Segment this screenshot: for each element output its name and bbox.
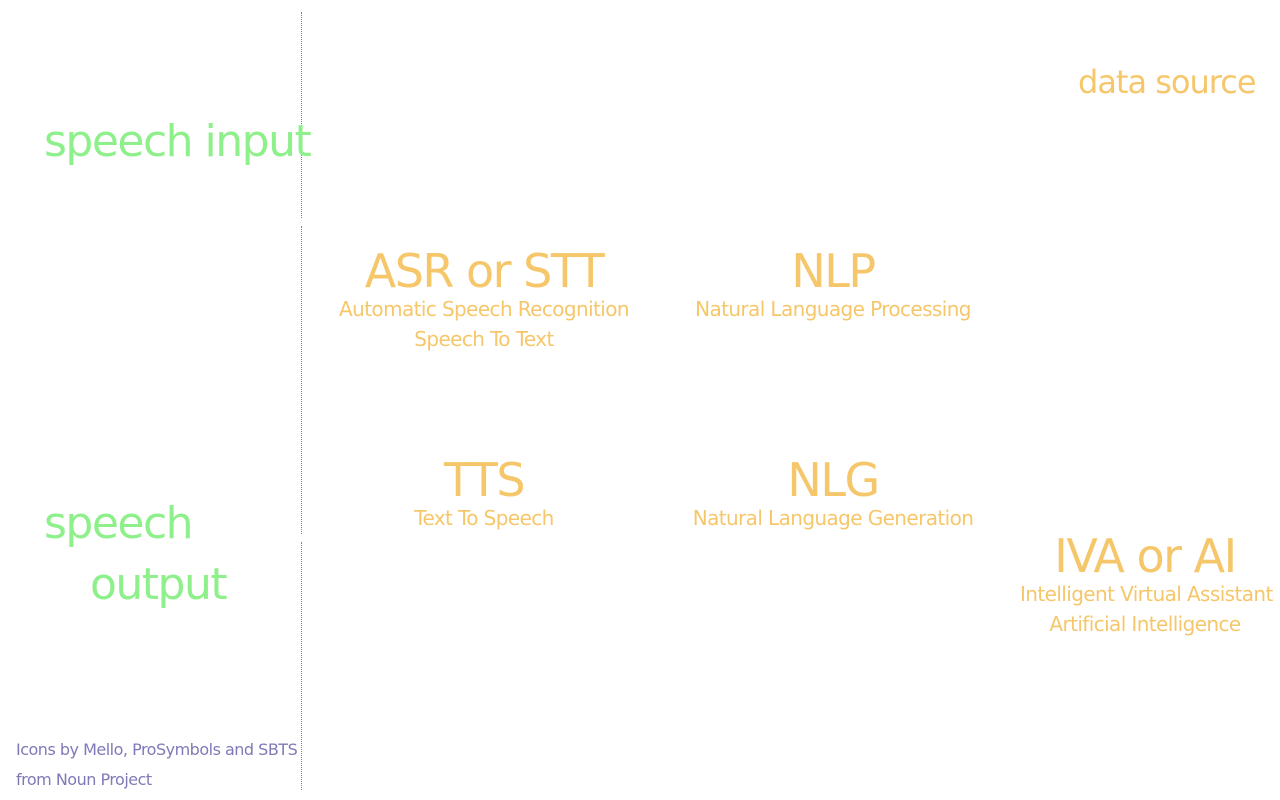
nlp-block: NLP Natural Language Processing — [683, 248, 983, 324]
nlg-title: NLG — [787, 453, 880, 507]
nlg-desc-line1: Natural Language Generation — [692, 506, 974, 530]
nlp-title: NLP — [791, 244, 876, 298]
iva-block: IVA or AI Intelligent Virtual Assistant … — [1020, 529, 1273, 639]
divider-top — [301, 12, 302, 218]
divider-middle — [301, 226, 302, 534]
speech-input-label: speech input — [44, 116, 312, 167]
tts-title: TTS — [443, 453, 526, 507]
credits-line1: Icons by Mello, ProSymbols and SBTS — [16, 740, 298, 759]
icon-credits: Icons by Mello, ProSymbols and SBTS from… — [16, 735, 298, 795]
divider-bottom — [301, 542, 302, 790]
asr-desc-line2: Speech To Text — [414, 327, 554, 351]
iva-desc-line2: Artificial Intelligence — [1049, 612, 1241, 636]
speech-output-label-line2: output — [90, 559, 228, 610]
nlg-block: NLG Natural Language Generation — [683, 457, 983, 533]
asr-title: ASR or STT — [364, 244, 605, 298]
iva-title: IVA or AI — [1054, 529, 1237, 583]
asr-block: ASR or STT Automatic Speech Recognition … — [334, 248, 634, 354]
asr-desc-line1: Automatic Speech Recognition — [339, 297, 630, 321]
nlp-desc-line1: Natural Language Processing — [695, 297, 971, 321]
tts-block: TTS Text To Speech — [334, 457, 634, 533]
credits-line2: from Noun Project — [16, 770, 152, 789]
speech-output-label-line1: speech — [44, 498, 194, 549]
iva-desc-line1: Intelligent Virtual Assistant — [1020, 582, 1273, 606]
data-source-label: data source — [1078, 63, 1257, 101]
tts-desc-line1: Text To Speech — [414, 506, 554, 530]
